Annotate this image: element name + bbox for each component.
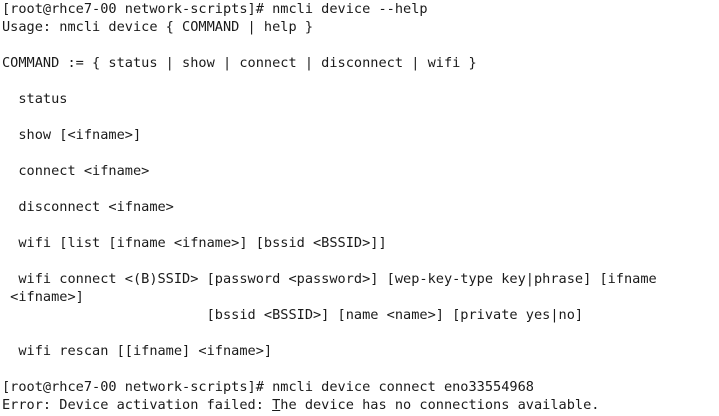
error-message-suffix: he device has no connections available. [280, 397, 600, 413]
terminal-line-prompt-connect: [root@rhce7-00 network-scripts]# nmcli d… [2, 379, 534, 395]
terminal-line-wifi-connect-options: [bssid <BSSID>] [name <name>] [private y… [2, 307, 584, 323]
terminal-line-wifi-rescan: wifi rescan [[ifname] <ifname>] [2, 343, 273, 359]
terminal-line-wifi-list: wifi [list [ifname <ifname>] [bssid <BSS… [2, 235, 387, 251]
terminal-line-usage: Usage: nmcli device { COMMAND | help } [2, 19, 313, 35]
terminal-line-error: Error: Device activation failed: The dev… [2, 396, 599, 414]
terminal-line-disconnect: disconnect <ifname> [2, 199, 174, 215]
terminal-line-command-list: COMMAND := { status | show | connect | d… [2, 55, 477, 71]
terminal-line-status: status [2, 91, 68, 107]
terminal-line-show: show [<ifname>] [2, 127, 142, 143]
terminal-line-connect: connect <ifname> [2, 163, 150, 179]
terminal-line-prompt-help: [root@rhce7-00 network-scripts]# nmcli d… [2, 1, 428, 17]
terminal-cursor: T [272, 397, 281, 413]
terminal-line-wifi-connect-wrap: <ifname>] [2, 289, 84, 305]
terminal-line-wifi-connect: wifi connect <(B)SSID> [password <passwo… [2, 271, 657, 287]
error-message-prefix: Error: Device activation failed: [2, 397, 273, 413]
